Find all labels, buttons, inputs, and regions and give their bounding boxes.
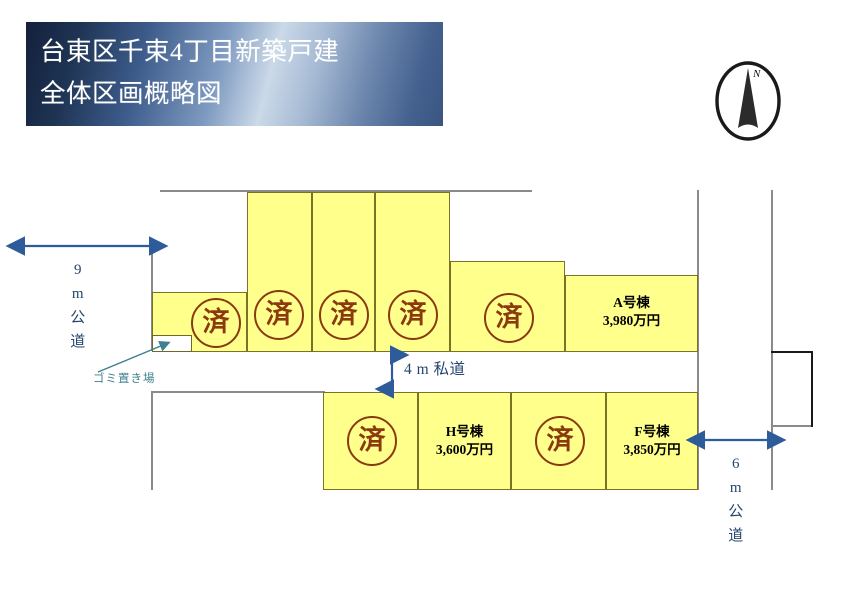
boundary-east-step-lower (771, 425, 813, 427)
sold-stamp: 済 (319, 290, 369, 340)
plot-upper-3[interactable]: 済 (312, 192, 375, 352)
sold-stamp: 済 (191, 298, 241, 348)
plot-F-label: F号棟 3,850万円 (623, 424, 681, 457)
boundary-east-road-west-upper (697, 190, 699, 352)
plot-H-label: H号棟 3,600万円 (435, 424, 494, 457)
west-road-label: 9 m 公 道 (70, 262, 86, 350)
boundary-east-far-right (811, 351, 813, 427)
garbage-station-label: ゴミ置き場 (93, 373, 156, 385)
west-road-dimension-arrow (5, 236, 169, 256)
sold-stamp: 済 (535, 416, 585, 466)
plot-lower-1[interactable]: 済 (323, 392, 418, 490)
compass-rose: N (713, 59, 783, 143)
page-title: 台東区千束4丁目新築戸建 全体区画概略図 (40, 37, 340, 108)
sold-stamp: 済 (347, 416, 397, 466)
garbage-station-leader-line (97, 341, 171, 373)
plot-lower-F[interactable]: F号棟 3,850万円 (606, 392, 698, 490)
title-banner: 台東区千束4丁目新築戸建 全体区画概略図 (26, 22, 443, 126)
plot-lower-3[interactable]: 済 (511, 392, 606, 490)
sold-stamp: 済 (254, 290, 304, 340)
plot-A-label: A号棟 3,980万円 (602, 295, 661, 328)
plot-upper-A[interactable]: A号棟 3,980万円 (565, 275, 698, 352)
boundary-east-step-upper (771, 351, 813, 353)
plot-upper-2[interactable]: 済 (247, 192, 312, 352)
private-road-label: 4 m 私道 (404, 361, 466, 378)
plot-upper-4[interactable]: 済 (375, 192, 450, 352)
boundary-west-lower (151, 392, 153, 490)
sold-stamp: 済 (388, 290, 438, 340)
plot-upper-5[interactable]: 済 (450, 261, 565, 352)
east-road-label: 6 m 公 道 (728, 456, 744, 544)
compass-north-label: N (753, 68, 761, 80)
boundary-east-road-west-lower (697, 352, 699, 490)
boundary-top-upper (160, 190, 532, 192)
sold-stamp: 済 (484, 293, 534, 343)
plot-lower-H[interactable]: H号棟 3,600万円 (418, 392, 511, 490)
private-road-dimension-arrow (374, 345, 410, 399)
east-road-dimension-arrow (685, 430, 787, 450)
boundary-private-road-north (151, 391, 325, 393)
boundary-east-road-east (771, 190, 773, 490)
